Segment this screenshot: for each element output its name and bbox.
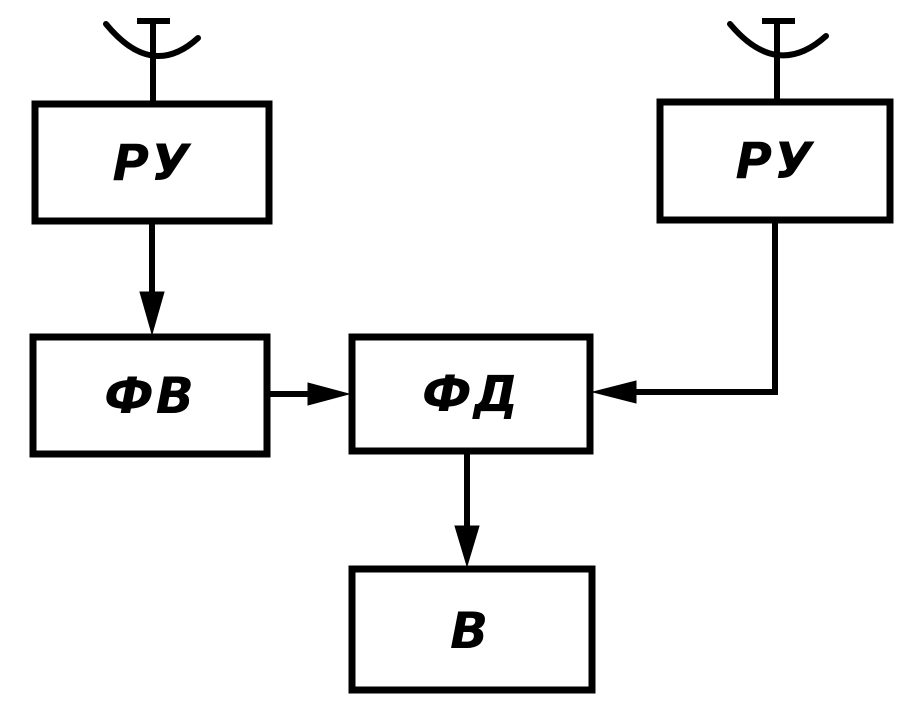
arrow-left-icon: [592, 380, 637, 404]
block-fd-label: ФД: [422, 365, 520, 423]
block-fv: ФВ: [29, 333, 271, 458]
antenna-right-icon: [727, 18, 829, 104]
connection-ru-right-to-fd: [592, 220, 778, 404]
block-ru-left-label: РУ: [112, 134, 192, 192]
arrow-right-icon: [307, 382, 351, 406]
arrow-down-icon: [139, 291, 165, 336]
connection-fv-to-fd: [267, 382, 351, 406]
block-fd: ФД: [348, 333, 594, 455]
block-v-label: В: [450, 602, 490, 660]
block-v: В: [348, 565, 596, 694]
connection-fd-to-v: [454, 451, 480, 568]
block-ru-left: РУ: [31, 100, 273, 225]
block-fv-label: ФВ: [104, 367, 196, 425]
block-ru-right-label: РУ: [735, 132, 815, 190]
arrow-down-icon: [454, 525, 480, 568]
block-ru-right: РУ: [656, 98, 894, 224]
antenna-left-icon: [103, 18, 201, 104]
connection-ru-left-to-fv: [139, 221, 165, 336]
